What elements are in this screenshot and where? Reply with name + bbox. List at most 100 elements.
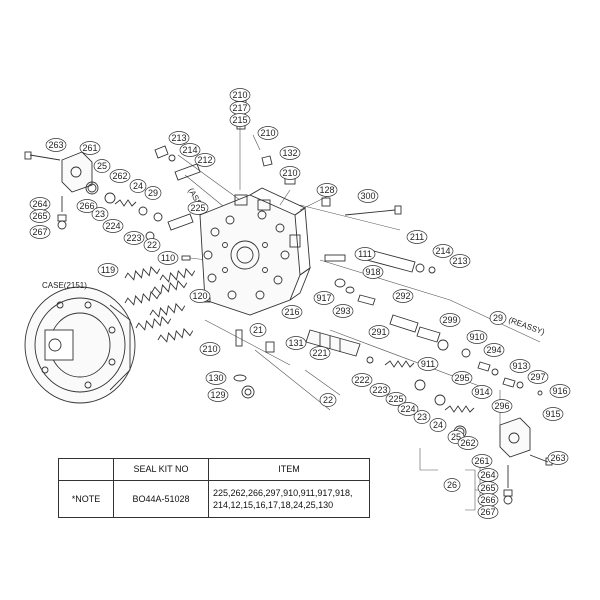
callout-c266b: 266: [477, 493, 499, 507]
callout-bubble: [451, 371, 473, 385]
spool-assembly: [305, 249, 553, 505]
callout-bubble: [466, 330, 488, 344]
callout-number: 29: [493, 313, 503, 323]
callout-c296: 296: [491, 399, 513, 413]
callout-c262b: 262: [457, 436, 479, 450]
callout-c264b: 264: [477, 468, 499, 482]
callout-c22a: 22: [143, 238, 161, 252]
callout-c214a: 214: [179, 143, 201, 157]
callout-bubble: [319, 393, 337, 407]
callout-number: 293: [335, 306, 350, 316]
motor-case: [24, 286, 136, 404]
callout-bubble: [357, 189, 379, 203]
callout-number: 213: [452, 256, 467, 266]
callout-number: 210: [282, 168, 297, 178]
callout-bubble: [491, 399, 513, 413]
callout-number: 263: [550, 453, 565, 463]
items-line-1: 225,262,266,297,910,911,917,918,: [213, 487, 353, 498]
callout-bubble: [143, 238, 161, 252]
callout-number: 264: [32, 199, 47, 209]
callout-c120: 120: [189, 289, 211, 303]
callout-c914: 914: [471, 385, 493, 399]
callout-bubble: [309, 346, 331, 360]
callout-bubble: [542, 407, 564, 421]
callout-c213a: 213: [168, 131, 190, 145]
callout-c911: 911: [417, 357, 439, 371]
callout-c263a: 263: [45, 138, 67, 152]
callout-bubble: [471, 454, 493, 468]
callout-bubble: [477, 505, 499, 519]
callout-c212: 212: [194, 153, 216, 167]
callout-number: 120: [192, 291, 207, 301]
callout-c26: 26: [443, 478, 461, 492]
callout-bubble: [279, 146, 301, 160]
callout-c299: 299: [439, 313, 461, 327]
items-line-2: 214,12,15,16,17,18,24,25,130: [213, 499, 334, 510]
callout-bubble: [187, 201, 209, 215]
callout-number: 217: [232, 103, 247, 113]
callout-c217: 217: [229, 101, 251, 115]
callout-bubble: [549, 384, 571, 398]
callout-c221: 221: [309, 346, 331, 360]
callout-number: 223: [126, 233, 141, 243]
callout-number: 910: [469, 332, 484, 342]
callout-c297: 297: [527, 370, 549, 384]
callout-number: 223: [372, 385, 387, 395]
callout-number: 221: [312, 348, 327, 358]
callout-number: 261: [82, 143, 97, 153]
callout-number: 214: [435, 246, 450, 256]
callout-bubble: [207, 388, 229, 402]
callout-number: 25: [97, 161, 107, 171]
callout-bubble: [79, 141, 101, 155]
callout-c213b: 213: [449, 254, 471, 268]
callout-c224b: 224: [397, 402, 419, 416]
callout-number: 913: [512, 361, 527, 371]
callout-c210d: 210: [199, 342, 221, 356]
callout-c23b: 23: [413, 410, 431, 424]
callout-number: 918: [365, 267, 380, 277]
callout-number: 267: [480, 507, 495, 517]
port-block-body: [199, 187, 311, 316]
callout-bubble: [362, 265, 384, 279]
callout-number: 24: [433, 420, 443, 430]
callout-number: 222: [354, 375, 369, 385]
callout-bubble: [406, 230, 428, 244]
callout-number: 212: [197, 155, 212, 165]
callout-bubble: [489, 311, 507, 325]
reassy-label: (REASSY): [507, 315, 546, 336]
callout-c265a: 265: [29, 209, 51, 223]
callout-number: 210: [232, 90, 247, 100]
callout-number: 225: [190, 203, 205, 213]
callout-bubble: [527, 370, 549, 384]
callout-number: 292: [395, 291, 410, 301]
callout-bubble: [123, 231, 145, 245]
callout-number: 916: [552, 386, 567, 396]
table-header-row: SEAL KIT NO ITEM: [58, 458, 370, 481]
callout-number: 26: [447, 480, 457, 490]
callout-c22b: 22: [319, 393, 337, 407]
callout-c261a: 261: [79, 141, 101, 155]
callout-number: 129: [210, 390, 225, 400]
callout-bubble: [97, 263, 119, 277]
callout-c263b: 263: [547, 451, 569, 465]
callout-c265b: 265: [477, 481, 499, 495]
callout-bubble: [129, 179, 147, 193]
callout-c29a: 29: [144, 186, 162, 200]
callout-number: 224: [400, 404, 415, 414]
callout-number: 224: [105, 221, 120, 231]
callout-bubble: [229, 113, 251, 127]
callout-number: 25: [451, 432, 461, 442]
callout-c129: 129: [207, 388, 229, 402]
callout-number: 917: [316, 293, 331, 303]
callout-bubble: [316, 183, 338, 197]
table-header-seal-kit: SEAL KIT NO: [113, 458, 209, 481]
callout-bubble: [144, 186, 162, 200]
callout-bubble: [249, 323, 267, 337]
callout-number: 297: [530, 372, 545, 382]
callout-number: 300: [360, 191, 375, 201]
callout-number: 299: [442, 315, 457, 325]
callout-number: 211: [410, 232, 424, 242]
callout-c111: 111: [354, 247, 376, 261]
callout-c916: 916: [549, 384, 571, 398]
